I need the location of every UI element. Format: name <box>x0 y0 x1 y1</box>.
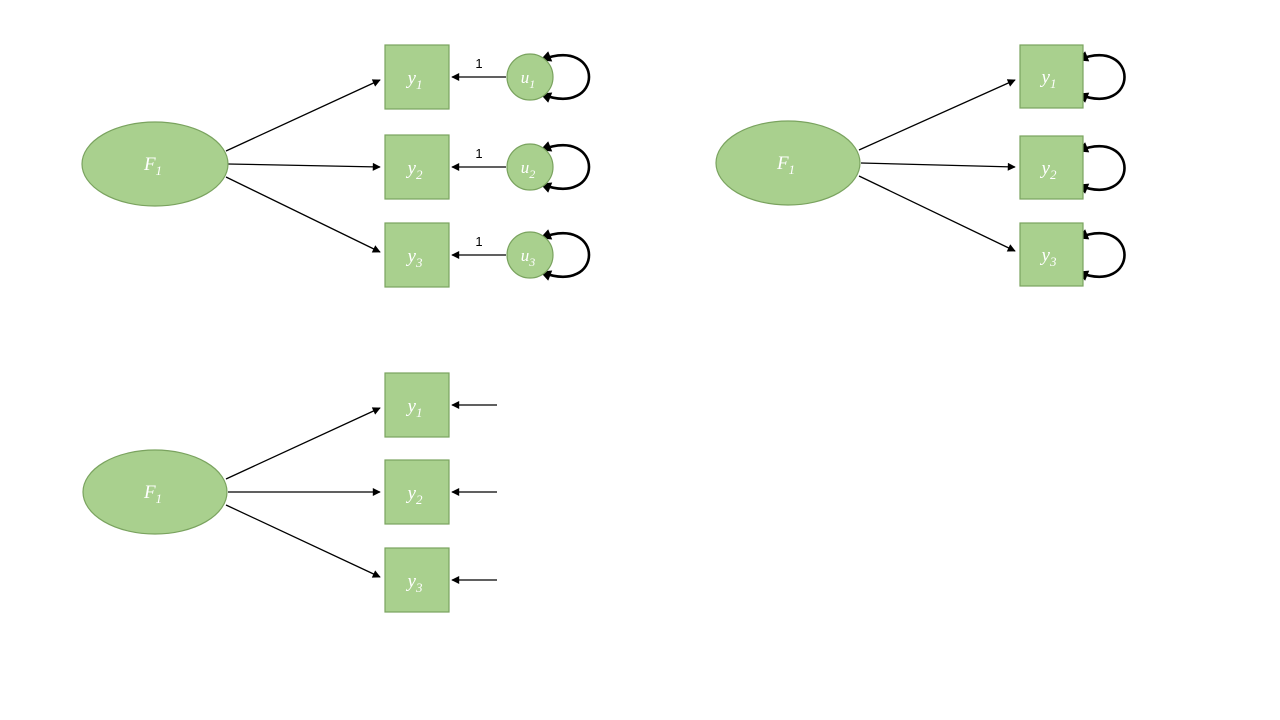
indicator-square-y3 <box>384 222 450 288</box>
indicator-square-y2 <box>1019 135 1084 200</box>
indicator-label: y1 <box>1040 67 1057 91</box>
indicator-label: y3 <box>406 571 423 595</box>
error-circle-u1 <box>506 53 554 101</box>
latent-factor-ellipse <box>82 449 228 535</box>
loading-arrow <box>225 176 381 253</box>
error-label: u1 <box>521 68 536 91</box>
loading-weight-label: 1 <box>475 146 482 161</box>
indicator-label: y1 <box>406 68 423 92</box>
error-label: u3 <box>521 246 536 269</box>
error-circle-u3 <box>506 231 554 279</box>
indicator-square-y3 <box>1019 222 1084 287</box>
loading-weight-label: 1 <box>475 234 482 249</box>
indicator-square-y1 <box>1019 44 1084 109</box>
variance-self-loop <box>1076 142 1126 194</box>
loading-weight-label: 1 <box>475 56 482 71</box>
indicator-label: y1 <box>406 396 423 420</box>
variance-self-loop <box>539 229 591 281</box>
loading-arrow <box>858 175 1016 252</box>
indicator-label: y2 <box>1040 158 1057 182</box>
loading-arrow <box>225 79 381 152</box>
variance-self-loop <box>1076 51 1126 103</box>
indicator-square-y1 <box>384 44 450 110</box>
indicator-square-y2 <box>384 459 450 525</box>
variance-self-loop <box>539 141 591 193</box>
latent-factor-ellipse <box>81 121 229 207</box>
indicator-square-y3 <box>384 547 450 613</box>
indicator-label: y2 <box>406 483 423 507</box>
model-c-diagram: F1 y1 y2 y3 <box>82 372 497 613</box>
loading-arrow <box>860 162 1016 171</box>
indicator-label: y2 <box>406 158 423 182</box>
latent-factor-ellipse <box>715 120 861 206</box>
loading-arrow <box>225 407 381 480</box>
model-a-diagram: 1 1 1 F1 y1 y2 y3 u1 u2 u3 <box>81 44 591 288</box>
loading-arrow <box>227 162 381 171</box>
indicator-label: y3 <box>1040 245 1057 269</box>
loading-arrow <box>858 79 1016 151</box>
loading-arrow <box>225 504 381 578</box>
model-b-diagram: F1 y1 y2 y3 <box>715 44 1126 287</box>
variance-self-loop <box>1076 229 1126 281</box>
factor-label: F1 <box>143 482 162 506</box>
error-label: u2 <box>521 158 536 181</box>
factor-label: F1 <box>143 154 162 178</box>
factor-label: F1 <box>776 153 795 177</box>
indicator-label: y3 <box>406 246 423 270</box>
indicator-square-y2 <box>384 134 450 200</box>
error-circle-u2 <box>506 143 554 191</box>
variance-self-loop <box>539 51 591 103</box>
indicator-square-y1 <box>384 372 450 438</box>
